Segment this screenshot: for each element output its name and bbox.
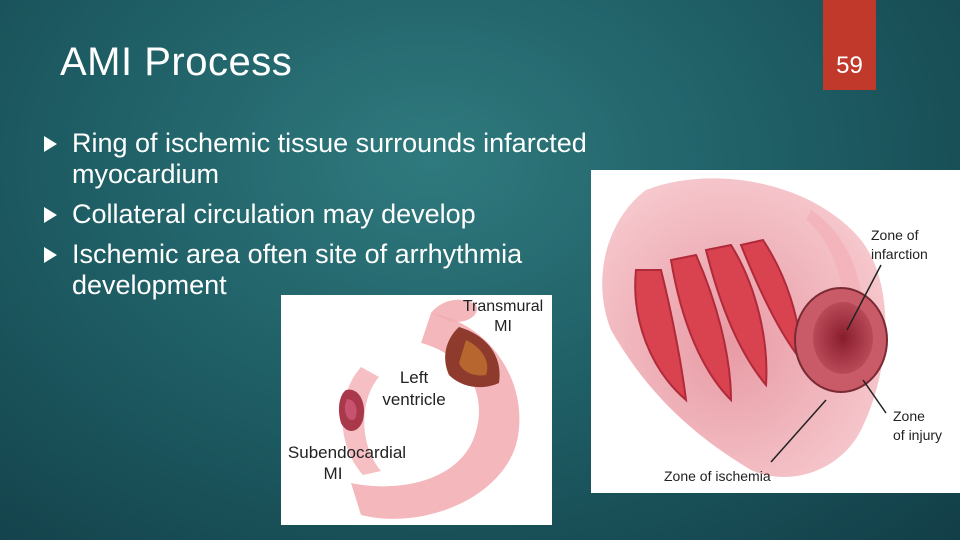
label-zone: Zone [893,408,925,424]
label-left: Left [400,368,429,387]
bullet-item: Collateral circulation may develop [40,199,660,230]
label-zone-of-ischemia: Zone of ischemia [664,468,771,484]
transmural-mi-highlight [459,340,488,376]
ventricle-illustration: Transmural MI Left ventricle Subendocard… [288,298,543,519]
label-subendocardial-mi: MI [324,464,343,483]
page-number-badge: 59 [823,0,876,90]
label-transmural: Transmural [463,298,543,315]
label-infarction: infarction [871,246,928,262]
bullet-arrow-icon [44,136,57,152]
bullet-text: Ischemic area often site of arrhythmia d… [72,239,523,300]
muscle-lobe [704,243,768,388]
label-subendocardial: Subendocardial [288,443,406,462]
bullet-item: Ischemic area often site of arrhythmia d… [40,239,660,301]
bullet-text: Ring of ischemic tissue surrounds infarc… [72,128,587,189]
heart-zones-illustration: Zone of infarction Zone of injury Zone o… [602,178,942,484]
bullet-arrow-icon [44,247,57,263]
zone-of-infarction [813,302,873,374]
bullet-text: Collateral circulation may develop [72,199,476,229]
heart-zones-diagram: Zone of infarction Zone of injury Zone o… [591,170,960,493]
bullet-item: Ring of ischemic tissue surrounds infarc… [40,128,660,190]
leader-injury [862,379,887,414]
muscle-lobes [634,238,803,403]
bullet-list: Ring of ischemic tissue surrounds infarc… [40,128,660,310]
label-of-injury: of injury [893,427,942,443]
slide-title: AMI Process [60,40,293,84]
ventricle-wall-top [431,299,477,322]
leader-infarction [846,264,882,331]
page-number: 59 [836,52,863,79]
label-transmural-mi: MI [494,318,512,335]
label-ventricle: ventricle [382,390,445,409]
ventricle-diagram: Transmural MI Left ventricle Subendocard… [281,295,552,525]
subendocardial-mi-highlight [344,399,357,421]
muscle-lobe [634,269,688,403]
label-zone-of: Zone of [871,227,919,243]
bullet-arrow-icon [44,207,57,223]
muscle-lobe [669,253,733,403]
leader-ischemia [770,399,827,463]
